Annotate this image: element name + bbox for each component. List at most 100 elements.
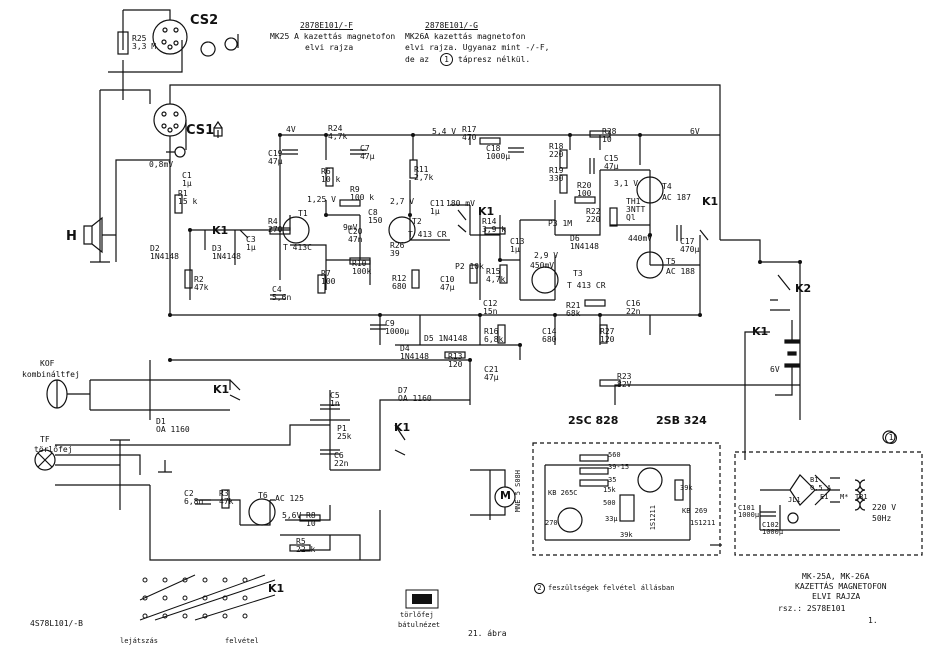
t2-type: T 413 CR: [408, 230, 447, 239]
title-line5: 1.: [868, 616, 878, 625]
t1-type: T 413C: [283, 243, 312, 252]
t3-label: T3: [573, 269, 583, 278]
v31: 3,1 V: [614, 179, 639, 188]
mod2-label: 2SB 324: [656, 414, 707, 427]
mod-z2: 1S1211: [690, 519, 716, 527]
tf-label2: törlőfej: [34, 445, 73, 454]
mv440: 440mV: [628, 234, 653, 243]
k2-label: K2: [795, 282, 812, 295]
col2-line3: de az: [405, 55, 430, 64]
mv450: 450mV: [530, 261, 555, 270]
motor-label: M: [500, 489, 511, 502]
footer-fel: felvétel: [225, 637, 259, 645]
t6-label: T6: [258, 491, 268, 500]
t1-label: T1: [298, 209, 308, 218]
head-caption2: bátulnézet: [398, 621, 441, 629]
cs2-symbol: [200, 34, 239, 57]
k1-label-a: K1: [212, 224, 229, 237]
k1-label-e: K1: [394, 421, 411, 434]
psu-b1: B1: [810, 476, 819, 484]
k1-switch-grid: [139, 574, 276, 621]
head-caption1: törlőfej: [400, 611, 434, 619]
k1-label-b: K1: [478, 205, 495, 218]
mod-r6: 270: [545, 519, 558, 527]
psu-e1: E1: [820, 493, 829, 501]
mod-r5: 500: [603, 499, 616, 507]
tf-label: TF: [40, 435, 50, 444]
k1-label-f: K1: [752, 325, 769, 338]
psu-module: [734, 451, 923, 556]
mv08: 0,8mV: [149, 160, 174, 169]
psu-jl1: JL1: [788, 496, 801, 504]
v125: 1,25 V: [307, 195, 336, 204]
psu-v2: 50Hz: [872, 514, 892, 523]
motor-module: [532, 442, 721, 556]
d5: D5 1N4148: [424, 334, 468, 343]
motor-type: MNE 5 S08H: [514, 470, 522, 513]
t4-type: AC 187: [662, 193, 691, 202]
t5-label: T5: [666, 257, 676, 266]
head-rear-view: [405, 589, 439, 609]
mod-r1: 560: [608, 451, 621, 459]
footer-left-code: 4S78L101/-B: [30, 619, 83, 628]
mod-c1: 33µ: [605, 515, 618, 523]
col2-line2: elvi rajza. Ugyanaz mint -/-F,: [405, 43, 550, 52]
v54: 5,4 V: [432, 127, 457, 136]
v56: 5,6V: [282, 511, 302, 520]
v4: 4V: [286, 125, 296, 134]
cs1-connector: [153, 103, 187, 137]
battery-label: 6V: [770, 365, 780, 374]
v27: 2,7 V: [390, 197, 415, 206]
cs2-label: CS2: [190, 13, 219, 28]
col2-line3b: tápresz nélkül.: [458, 55, 531, 64]
speaker-label: H: [66, 229, 77, 244]
psu-b1v: 0,5 A: [810, 484, 832, 492]
mv180: 180 mV: [446, 199, 475, 208]
title-line4: rsz.: 2S78E101: [778, 604, 846, 613]
battery-symbol: [784, 339, 800, 344]
col2-code: 2878E101/-G: [425, 21, 478, 30]
footer-lej: lejátszás: [120, 637, 158, 645]
mod-r7: 39k: [680, 484, 693, 492]
mod-z1: 1S1211: [649, 505, 657, 531]
p2: P2 10k: [455, 262, 484, 271]
p3: P3 1M: [548, 219, 573, 228]
cs1-label: CS1: [186, 123, 215, 138]
t5-type: AC 188: [666, 267, 695, 276]
